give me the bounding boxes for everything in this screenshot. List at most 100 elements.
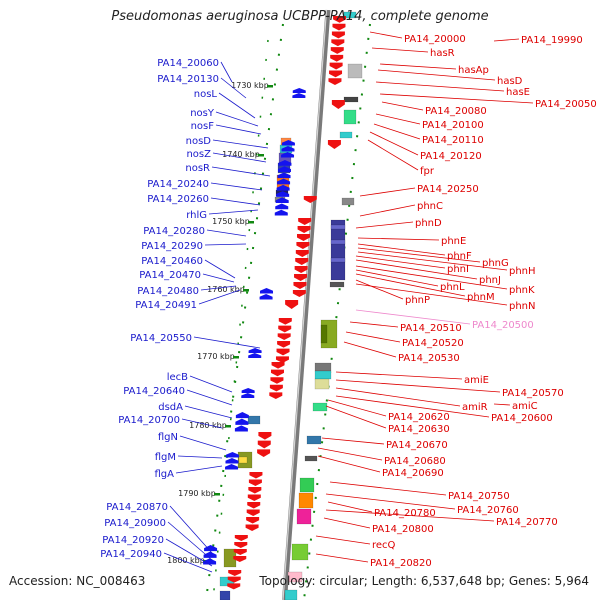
plus-strand-arrow [258,432,272,440]
gene-label-pa14-20630: PA14_20630 [388,424,450,435]
plus-strand-arrow [331,39,345,47]
plus-strand-arrow [329,62,343,70]
gene-label-phnh: phnH [509,266,536,277]
gene-leader-line [325,405,387,429]
gene-label-pa14-20000: PA14_20000 [404,34,466,45]
gene-label-nosd: nosD [186,136,212,147]
scale-label-1770-kbp: 1770 kbp [197,352,235,361]
minus-strand-arrow [203,558,217,565]
gene-label-phnd: phnD [415,218,442,229]
gene-leader-line [200,285,237,291]
gene-leader-line [343,341,397,358]
plus-strand-arrow [275,356,289,363]
gene-leader-line [369,31,403,39]
minus-strand-arrow [277,178,291,185]
plus-strand-arrow [328,78,342,85]
gene-leader-line [355,221,414,229]
gene-block [238,456,248,464]
gene-label-pa14-20920: PA14_20920 [102,535,164,546]
plus-strand-arrow [248,479,262,486]
gene-label-pa14-20780: PA14_20780 [374,508,436,519]
plus-strand-arrow [248,487,262,494]
gene-label-pa14-20760: PA14_20760 [457,505,519,516]
gene-leader-line [355,309,471,325]
plus-strand-arrow [332,23,346,31]
minus-strand-arrow [277,172,291,179]
gene-label-phng: phnG [482,258,509,269]
plus-strand-arrow [333,16,347,23]
minus-strand-arrow [281,146,295,152]
scale-label-1790-kbp: 1790 kbp [178,489,216,498]
gene-leader-line [215,124,262,135]
gene-label-pa14-20680: PA14_20680 [384,456,446,467]
scale-tick-mark [214,493,220,496]
gene-leader-line [377,69,496,81]
scale-tick-mark [243,289,249,292]
gene-label-phnk: phnK [509,285,535,296]
minus-strand-arrow [225,452,239,458]
gene-label-pa14-20080: PA14_20080 [425,106,487,117]
gene-leader-line [179,435,227,451]
gene-label-pa14-20570: PA14_20570 [502,388,564,399]
gene-leader-line [381,101,424,111]
gene-leader-line [206,229,247,237]
gene-block [299,477,315,493]
gene-leader-line [335,379,501,393]
gene-label-pa14-20870: PA14_20870 [106,502,168,513]
gene-label-phnf: phnF [447,251,472,262]
gene-label-hasd: hasD [497,76,523,87]
accession-text: Accession: NC_008463 [9,574,146,588]
gene-label-rhlg: rhlG [186,210,207,221]
gene-leader-line [175,465,223,474]
plus-strand-arrow [278,325,292,333]
gene-leader-line [167,521,213,561]
gene-label-pa14-20480: PA14_20480 [137,286,199,297]
minus-strand-arrow [275,203,289,210]
gene-leader-line [325,493,456,510]
gene-block [219,590,231,600]
plus-strand-arrow [233,549,247,555]
gene-label-dsda: dsdA [158,402,183,413]
plus-strand-arrow [294,274,308,281]
gene-leader-line [220,61,233,83]
minus-strand-arrow [276,184,290,191]
gene-label-nosl: nosL [194,89,218,100]
minus-strand-arrow [275,197,289,204]
gene-label-pa14-20470: PA14_20470 [139,270,201,281]
plus-strand-arrow [246,517,260,524]
gene-leader-line [184,405,233,419]
gene-label-phnp: phnP [405,295,430,306]
gene-leader-line [355,265,508,290]
gene-block [343,11,357,19]
gene-label-phnl: phnL [440,282,465,293]
gene-label-hasr: hasR [430,48,455,59]
gene-leader-line [163,552,213,573]
gene-label-fpr: fpr [420,166,435,177]
scale-tick-mark [248,221,254,224]
gene-label-pa14-20060: PA14_20060 [157,58,219,69]
gene-block [247,415,261,425]
gene-label-phnn: phnN [509,301,536,312]
plus-strand-arrow [228,570,242,576]
minus-strand-arrow [248,348,262,353]
gene-leader-line [493,403,511,406]
gene-block [306,435,322,445]
gene-leader-line [165,538,213,567]
gene-leader-line [189,375,233,393]
plus-strand-arrow [331,100,345,109]
gene-label-pa14-20550: PA14_20550 [130,333,192,344]
gene-label-flgm: flgM [155,452,176,463]
gene-label-phnm: phnM [467,292,495,303]
gene-label-pa14-20940: PA14_20940 [100,549,162,560]
gene-label-phni: phnI [447,264,469,275]
gene-leader-line [357,247,481,263]
gene-leader-line [215,111,259,127]
gene-leader-line [317,455,381,473]
gene-leader-line [355,273,466,297]
scale-label-1740-kbp: 1740 kbp [222,150,260,159]
gene-leader-line [315,535,371,545]
gene-leader-line [379,93,534,104]
minus-strand-arrow [260,288,274,294]
plus-strand-arrow [296,234,310,241]
